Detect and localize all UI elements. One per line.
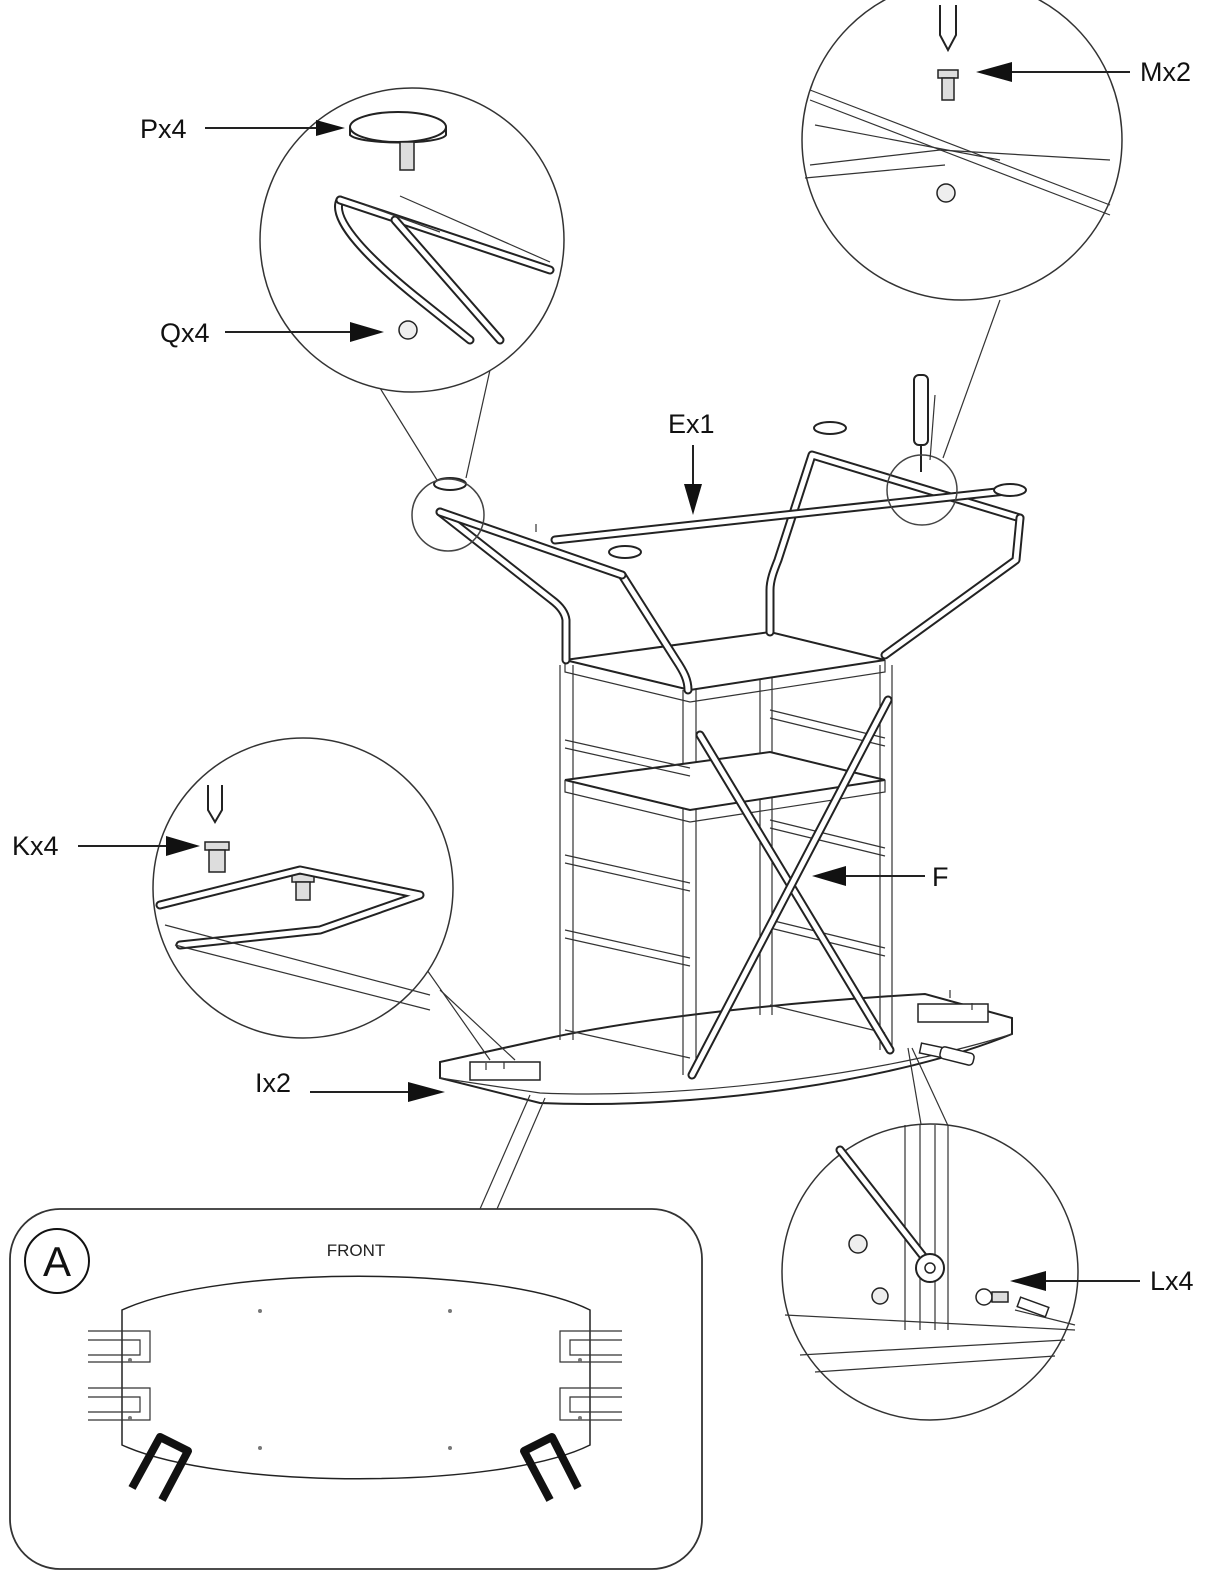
front-label: FRONT [327,1241,386,1260]
callouts: Px4 Qx4 Ex1 Mx2 Kx4 F Ix2 Lx4 [12,57,1194,1296]
callout-p: Px4 [140,114,187,144]
callout-e: Ex1 [668,409,715,439]
screwdriver [913,374,929,472]
detail-circle-top-screw [801,0,1123,461]
callout-i: Ix2 [255,1068,291,1098]
main-assembly [411,374,1027,1106]
inset-a-board [121,1275,591,1480]
callout-k: Kx4 [12,831,59,861]
inset-a: A FRONT [9,1094,703,1570]
inset-a-badge: A [43,1238,71,1285]
u-clip-right [520,1433,582,1502]
detail-marker-q [411,478,485,552]
inset-a-frame [9,1208,703,1570]
top-frame [435,450,1025,695]
detail-marker-m [886,454,958,526]
u-clip-left [128,1433,192,1502]
cross-brace [687,695,895,1080]
upper-shelf [564,630,886,692]
base-bracket-right [917,1003,989,1023]
inset-a-badge-ring [24,1228,90,1294]
callout-l: Lx4 [1150,1266,1194,1296]
detail-circle-base-screws [152,737,516,1061]
callout-f: F [932,862,949,892]
callout-q: Qx4 [160,318,210,348]
base-bracket-left [469,1061,541,1081]
detail-circle-feet [259,87,565,481]
callout-m: Mx2 [1140,57,1191,87]
detail-circle-brace-bolts [781,1047,1079,1421]
